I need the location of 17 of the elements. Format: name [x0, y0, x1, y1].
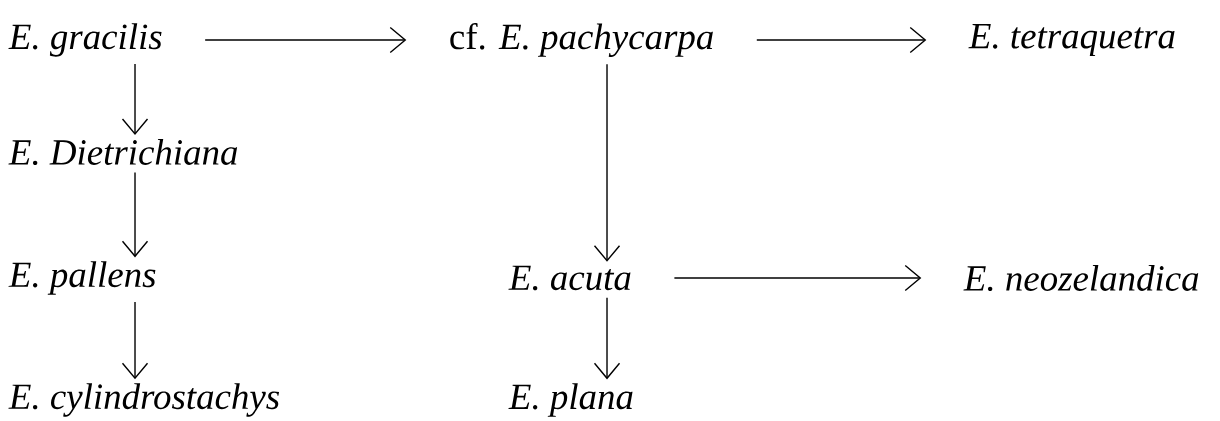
arrow	[121, 63, 149, 136]
arrow	[756, 26, 927, 54]
species-name: E. neozelandica	[963, 264, 1199, 292]
species-name: cf. E. pachycarpa	[450, 23, 713, 57]
species-name: E. gracilis	[8, 23, 162, 57]
species-name: E. Dietrichiana	[8, 138, 238, 166]
arrow	[673, 264, 922, 292]
arrow	[121, 301, 149, 380]
species-name: E. cylindrostachys	[8, 383, 280, 417]
species-name: E. pallens	[8, 261, 156, 295]
species-name: E. acuta	[508, 265, 631, 291]
species-name: E. plana	[508, 383, 633, 417]
arrow	[593, 297, 621, 380]
species-name: E. tetraquetra	[968, 24, 1175, 56]
arrow	[204, 26, 407, 54]
arrow	[121, 171, 149, 258]
arrow	[593, 63, 621, 262]
